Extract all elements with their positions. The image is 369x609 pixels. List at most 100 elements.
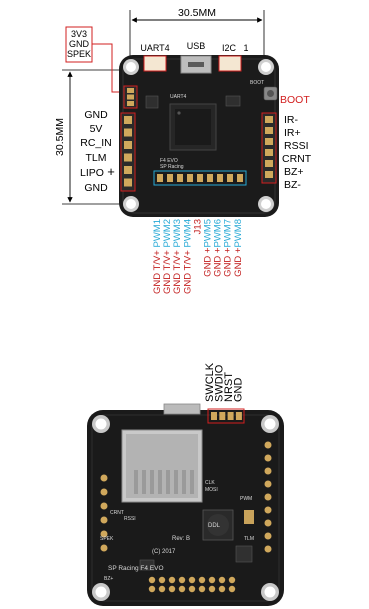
bottom-pin-label: GND +PWM7 [223, 219, 234, 277]
right-pin-4: CRNT [282, 153, 312, 165]
swd-pad [235, 412, 242, 420]
b-right-pad [264, 532, 272, 540]
b-right-pad [264, 545, 272, 553]
b-mount-hole-tr-inner [264, 418, 276, 430]
left-pin-6: GND [84, 182, 108, 194]
bottom-edge-pads [148, 576, 236, 593]
right-pad [265, 160, 273, 167]
boot-button-cap [267, 90, 274, 97]
b-silk-rssi: RSSI [124, 516, 136, 522]
port-label-usb: USB [187, 41, 206, 51]
swd-pad [211, 412, 217, 420]
bottom-pad [157, 174, 163, 182]
mount-hole-br-inner [261, 199, 271, 209]
sd-contact [166, 470, 170, 494]
b-silk-tlm: TLM [244, 536, 254, 542]
swd-pad [219, 412, 226, 420]
top-board: F4 EVO SP Racing BOOT UART4 [119, 55, 279, 217]
bottom-pin-label-power: GND T/V+ [152, 248, 163, 295]
b-bottom-pad [218, 585, 226, 593]
dim-top-label: 30.5MM [178, 7, 216, 19]
spek-box-line-1: 3V3 [71, 29, 87, 39]
bottom-pin-label-power: GND + [233, 247, 244, 277]
b-mount-hole-tl-inner [95, 418, 107, 430]
sd-contact [158, 470, 162, 494]
b-right-pad [264, 493, 272, 501]
bottom-pin-label-signal: PWM6 [213, 219, 224, 248]
left-pad [124, 128, 132, 137]
bottom-pin-label-power: GND + [223, 247, 234, 277]
b-bottom-pad [208, 585, 216, 593]
right-pad [265, 149, 273, 156]
left-pin-5: LIPO [80, 167, 104, 179]
right-pin-2: IR+ [284, 127, 301, 139]
bottom-pad-box [153, 170, 247, 186]
bottom-board-edge [91, 414, 280, 602]
left-pin-5-plus: + [107, 164, 115, 179]
b-silk-ddl: DDL [208, 523, 221, 529]
b-silk-rev: Rev: B [172, 536, 190, 542]
spek-pad [127, 101, 134, 106]
b-mount-hole-br-inner [264, 586, 276, 598]
bottom-pin-label-signal: PWM5 [203, 219, 214, 248]
bottom-pin-label: J13 [192, 219, 203, 234]
silk-model: F4 EVO [160, 158, 178, 164]
left-pad [124, 166, 132, 174]
silk-boot: BOOT [250, 80, 264, 86]
usb-slot [188, 62, 204, 67]
sd-contact [134, 470, 138, 494]
reg-chip [235, 545, 253, 563]
left-pad [124, 178, 132, 187]
bottom-pin-label-power: GND T/V+ [172, 248, 183, 295]
left-pin-2: 5V [90, 123, 103, 135]
connector-i2c [218, 55, 242, 72]
b-bottom-pad [188, 585, 196, 593]
b-right-pad [264, 519, 272, 527]
swd-pads [211, 412, 242, 420]
right-pads [265, 116, 273, 178]
bottom-right-pads [264, 441, 272, 553]
port-label-uart4: UART4 [140, 43, 169, 53]
b-silk-mosi: MOSI [205, 487, 218, 493]
left-pad [124, 153, 132, 162]
b-bottom-pad [148, 576, 156, 584]
connector-uart4 [143, 55, 167, 72]
osd-chip [225, 95, 241, 107]
sd-contact [150, 470, 154, 494]
bottom-board: (C) 2017 Rev: B SP Racing F4 EVO DDL CRN… [87, 403, 284, 606]
bottom-pad [227, 174, 233, 182]
swd-label: SWDIO [214, 364, 226, 402]
b-left-pad [100, 502, 108, 510]
boot-label: BOOT [280, 94, 310, 106]
left-pin-3: RC_IN [80, 137, 112, 149]
swd-label: SWCLK [204, 362, 216, 402]
b-left-pad [100, 488, 108, 496]
bottom-pin-label-power: GND + [213, 247, 224, 277]
gyro-chip [145, 95, 159, 109]
cap-1 [244, 510, 254, 524]
bottom-pin-label-power: GND + [203, 247, 214, 277]
bottom-pin-label-signal: PWM7 [223, 219, 234, 248]
mcu-pin1-dot [177, 111, 181, 115]
bottom-pad [207, 174, 213, 182]
b-right-pad [264, 441, 272, 449]
right-pin-5: BZ+ [284, 166, 304, 178]
right-pin-1: IR- [284, 114, 299, 126]
b-silk-crnt: CRNT [110, 510, 124, 516]
b-right-pad [264, 467, 272, 475]
spek-pad [127, 88, 134, 93]
right-pad [265, 127, 273, 134]
b-left-pad [100, 530, 108, 538]
bottom-pin-label: GND T/V+ PWM4 [182, 219, 193, 294]
b-silk-pwm: PWM [240, 496, 252, 502]
b-bottom-pad [178, 585, 186, 593]
swd-label: GND [233, 378, 245, 403]
bottom-pin-label-signal: PWM4 [182, 219, 193, 248]
bottom-pin-label-signal: PWM1 [152, 219, 163, 248]
right-pad [265, 171, 273, 178]
mount-hole-bl-inner [126, 199, 136, 209]
mount-hole-tr-inner [261, 62, 271, 72]
